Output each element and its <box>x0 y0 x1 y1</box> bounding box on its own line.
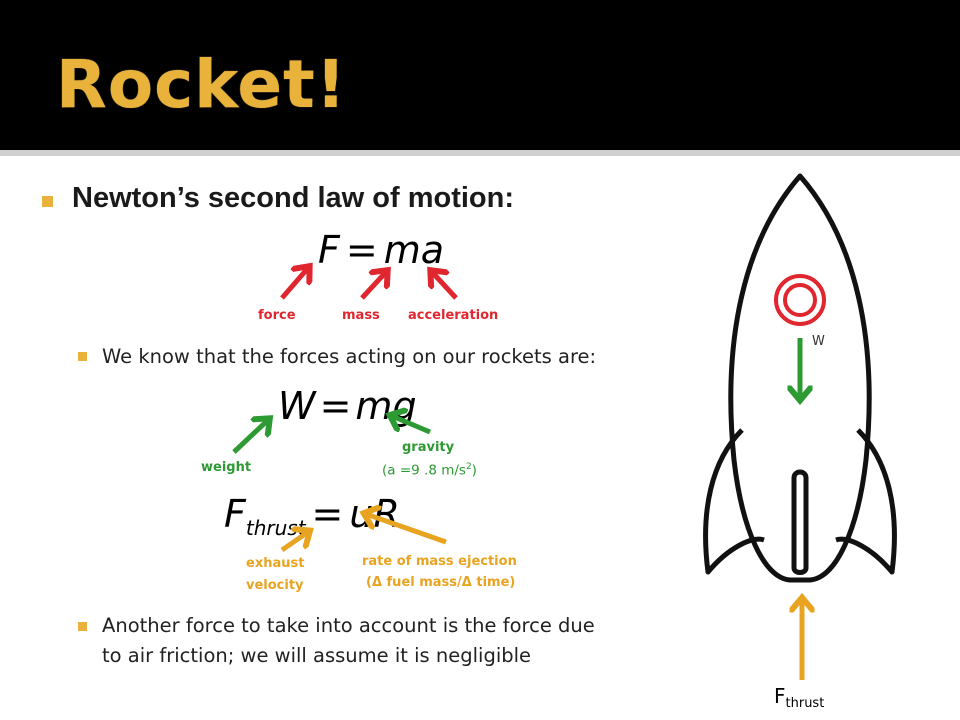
section-heading: Newton’s second law of motion: <box>72 182 514 214</box>
label-force: force <box>258 308 296 323</box>
friction-bullet-line2: to air friction; we will assume it is ne… <box>102 644 532 667</box>
rocket-right-fin <box>835 428 897 575</box>
label-gravity-value: (a =9 .8 m/s2) <box>382 462 477 479</box>
label-gravity: gravity <box>402 440 455 455</box>
bullet-marker <box>42 196 53 207</box>
bullet-marker <box>78 352 87 361</box>
label-acceleration: acceleration <box>408 308 499 323</box>
equation-thrust: Fthrust=uR <box>224 492 400 540</box>
weight-label: W <box>812 334 825 349</box>
arrow-force <box>280 268 308 300</box>
equation-f-ma: F=ma <box>318 228 445 272</box>
arrow-exhaust <box>280 532 308 553</box>
title-bar <box>0 0 960 150</box>
eq-w-lhs: W <box>278 384 316 428</box>
label-weight: weight <box>201 460 252 475</box>
eq-f-rhs: ma <box>383 228 445 272</box>
eq-thrust-lhs: F <box>224 492 246 536</box>
forces-bullet: We know that the forces acting on our ro… <box>102 345 597 368</box>
arrow-rate <box>366 514 447 545</box>
arrow-mass <box>360 272 386 300</box>
label-rate: rate of mass ejection <box>362 554 517 569</box>
label-exhaust: exhaust <box>246 556 305 571</box>
rocket-left-fin <box>703 428 765 575</box>
arrow-acceleration <box>432 272 458 300</box>
rocket-body <box>728 173 872 583</box>
rocket-window-inner <box>783 283 817 317</box>
title-divider <box>0 150 960 156</box>
thrust-label: Fthrust <box>774 684 825 711</box>
rocket-icon <box>703 173 897 583</box>
label-rate-detail: (Δ fuel mass/Δ time) <box>366 575 516 590</box>
eq-f-lhs: F <box>318 228 340 272</box>
rocket-center-fin <box>791 469 809 575</box>
arrow-gravity <box>392 416 431 435</box>
label-mass: mass <box>342 308 380 323</box>
label-velocity: velocity <box>246 578 304 593</box>
bullet-marker <box>78 622 87 631</box>
rocket-window-outer <box>774 274 826 326</box>
arrow-weight <box>232 420 268 454</box>
slide-title: Rocket! <box>56 46 347 123</box>
friction-bullet-line1: Another force to take into account is th… <box>102 614 595 637</box>
